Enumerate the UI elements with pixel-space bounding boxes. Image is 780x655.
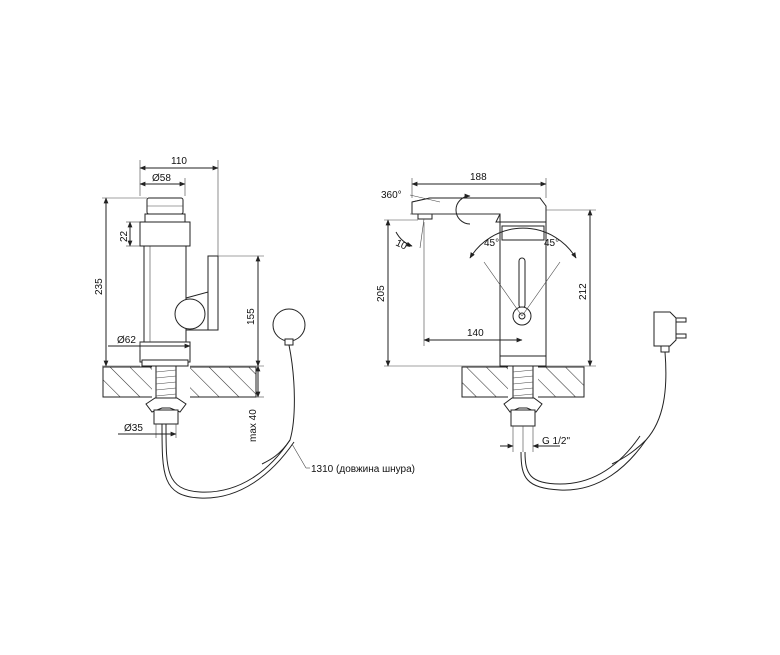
plug-euro-icon bbox=[653, 311, 687, 353]
dim-110: 110 bbox=[171, 156, 187, 167]
dim-360: 360° bbox=[381, 190, 402, 201]
dim-max40: max 40 bbox=[248, 409, 259, 442]
dim-212: 212 bbox=[578, 283, 589, 300]
dim-thread: G 1/2" bbox=[542, 436, 570, 447]
dim-45-right: 45° bbox=[544, 238, 559, 249]
cord-length-label: 1310 (довжина шнура) bbox=[311, 464, 415, 475]
dim-155: 155 bbox=[246, 308, 257, 325]
dim-10deg: 10° bbox=[394, 238, 412, 254]
dim-140: 140 bbox=[467, 328, 484, 339]
dim-188: 188 bbox=[470, 172, 487, 183]
cord-right bbox=[611, 351, 667, 465]
dim-205: 205 bbox=[376, 285, 387, 302]
cord-left bbox=[261, 344, 295, 465]
dim-235: 235 bbox=[94, 278, 105, 295]
dim-d35: Ø35 bbox=[124, 423, 143, 434]
plug-round-icon bbox=[272, 308, 306, 342]
dim-45-left: 45° bbox=[484, 238, 499, 249]
dim-d62: Ø62 bbox=[117, 335, 136, 346]
base-left bbox=[139, 341, 191, 363]
handle-lever-left bbox=[207, 255, 219, 331]
dim-d58: Ø58 bbox=[152, 173, 171, 184]
side-view-left: 110 Ø58 22 235 155 Ø62 Ø35 max 40 bbox=[94, 156, 415, 499]
dim-22: 22 bbox=[119, 230, 130, 242]
front-view-right: 360° 10° 45° 45° 188 205 212 140 bbox=[376, 172, 687, 491]
